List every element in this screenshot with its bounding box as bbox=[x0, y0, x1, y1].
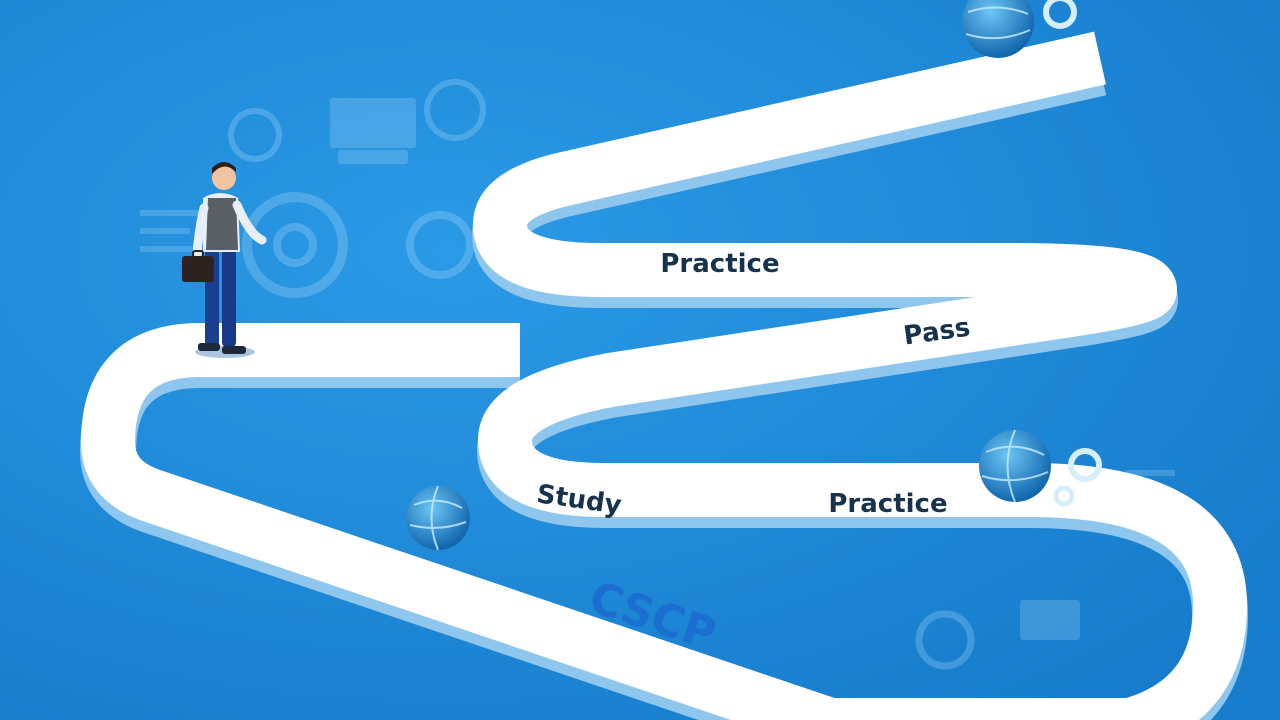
gear-icon bbox=[242, 192, 348, 298]
gear-icon bbox=[406, 211, 474, 279]
gear-icon bbox=[915, 610, 975, 670]
background-gears bbox=[228, 79, 975, 670]
gear-icon bbox=[228, 108, 282, 162]
globe-icon bbox=[962, 0, 1034, 58]
gear-icon bbox=[1068, 448, 1102, 482]
step-label-practice-bottom: Practice bbox=[828, 489, 947, 519]
winding-path bbox=[80, 31, 1248, 720]
gear-icon bbox=[1043, 0, 1077, 29]
gear-icon bbox=[1053, 485, 1075, 507]
globe-icon bbox=[979, 429, 1051, 503]
person-icon bbox=[192, 162, 267, 358]
background-monitor bbox=[140, 98, 1175, 640]
gear-icon bbox=[424, 79, 486, 141]
briefcase-icon bbox=[182, 250, 214, 282]
step-label-practice-top: Practice bbox=[660, 249, 779, 279]
monitor-icon bbox=[330, 98, 416, 148]
globe-icon bbox=[406, 485, 470, 551]
